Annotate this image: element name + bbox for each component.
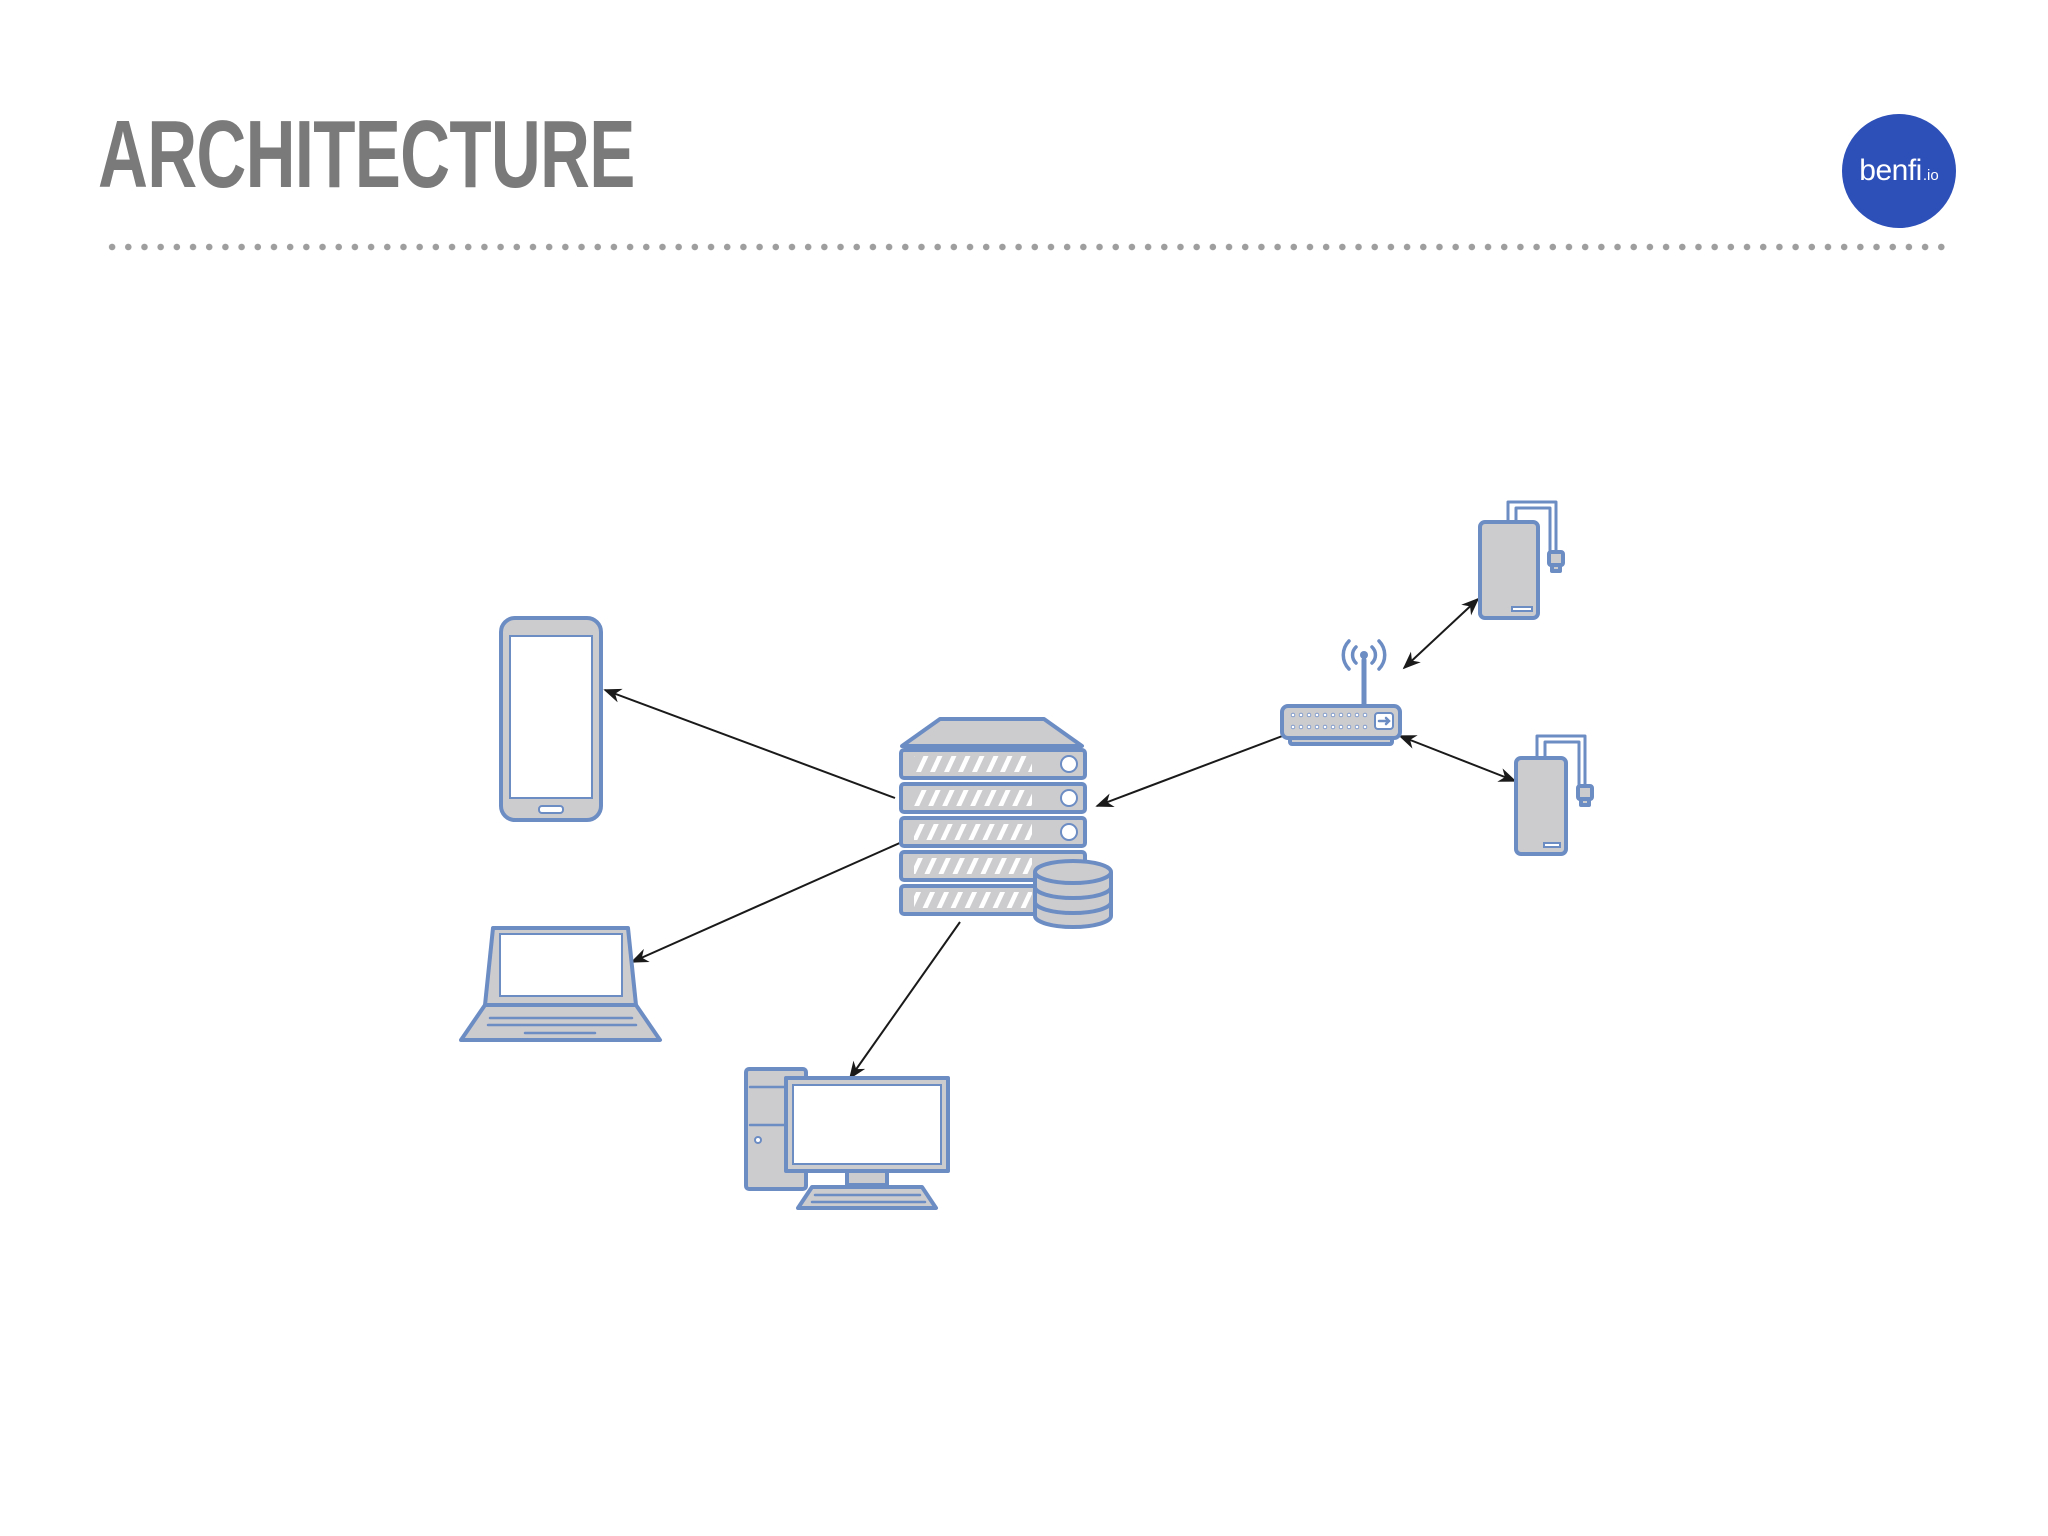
edge-server-phone — [603, 688, 896, 799]
edges — [603, 597, 1517, 1080]
edge-router-drive1 — [1402, 597, 1480, 670]
edge-router-drive2 — [1398, 735, 1517, 782]
edge-server-desktop — [848, 921, 961, 1080]
desktop-computer-icon — [744, 1067, 950, 1210]
server-unit — [899, 816, 1087, 848]
laptop-icon — [459, 926, 662, 1042]
dotted-divider — [104, 243, 1950, 251]
server-rack-database-icon — [899, 717, 1113, 929]
slide-title: ARCHITECTURE — [98, 101, 635, 208]
edge-server-laptop — [630, 841, 903, 963]
edge-router-server — [1095, 734, 1286, 808]
external-drive-icon — [1478, 500, 1565, 620]
benfi-logo: benfi.io — [1842, 114, 1956, 228]
logo-text: benfi — [1859, 154, 1922, 187]
server-unit — [899, 748, 1087, 780]
database-icon — [1033, 859, 1113, 929]
logo-tld: .io — [1922, 166, 1939, 184]
wifi-router-icon — [1280, 639, 1402, 746]
server-unit — [899, 782, 1087, 814]
smartphone-icon — [499, 616, 603, 822]
external-drive-icon — [1514, 734, 1594, 856]
